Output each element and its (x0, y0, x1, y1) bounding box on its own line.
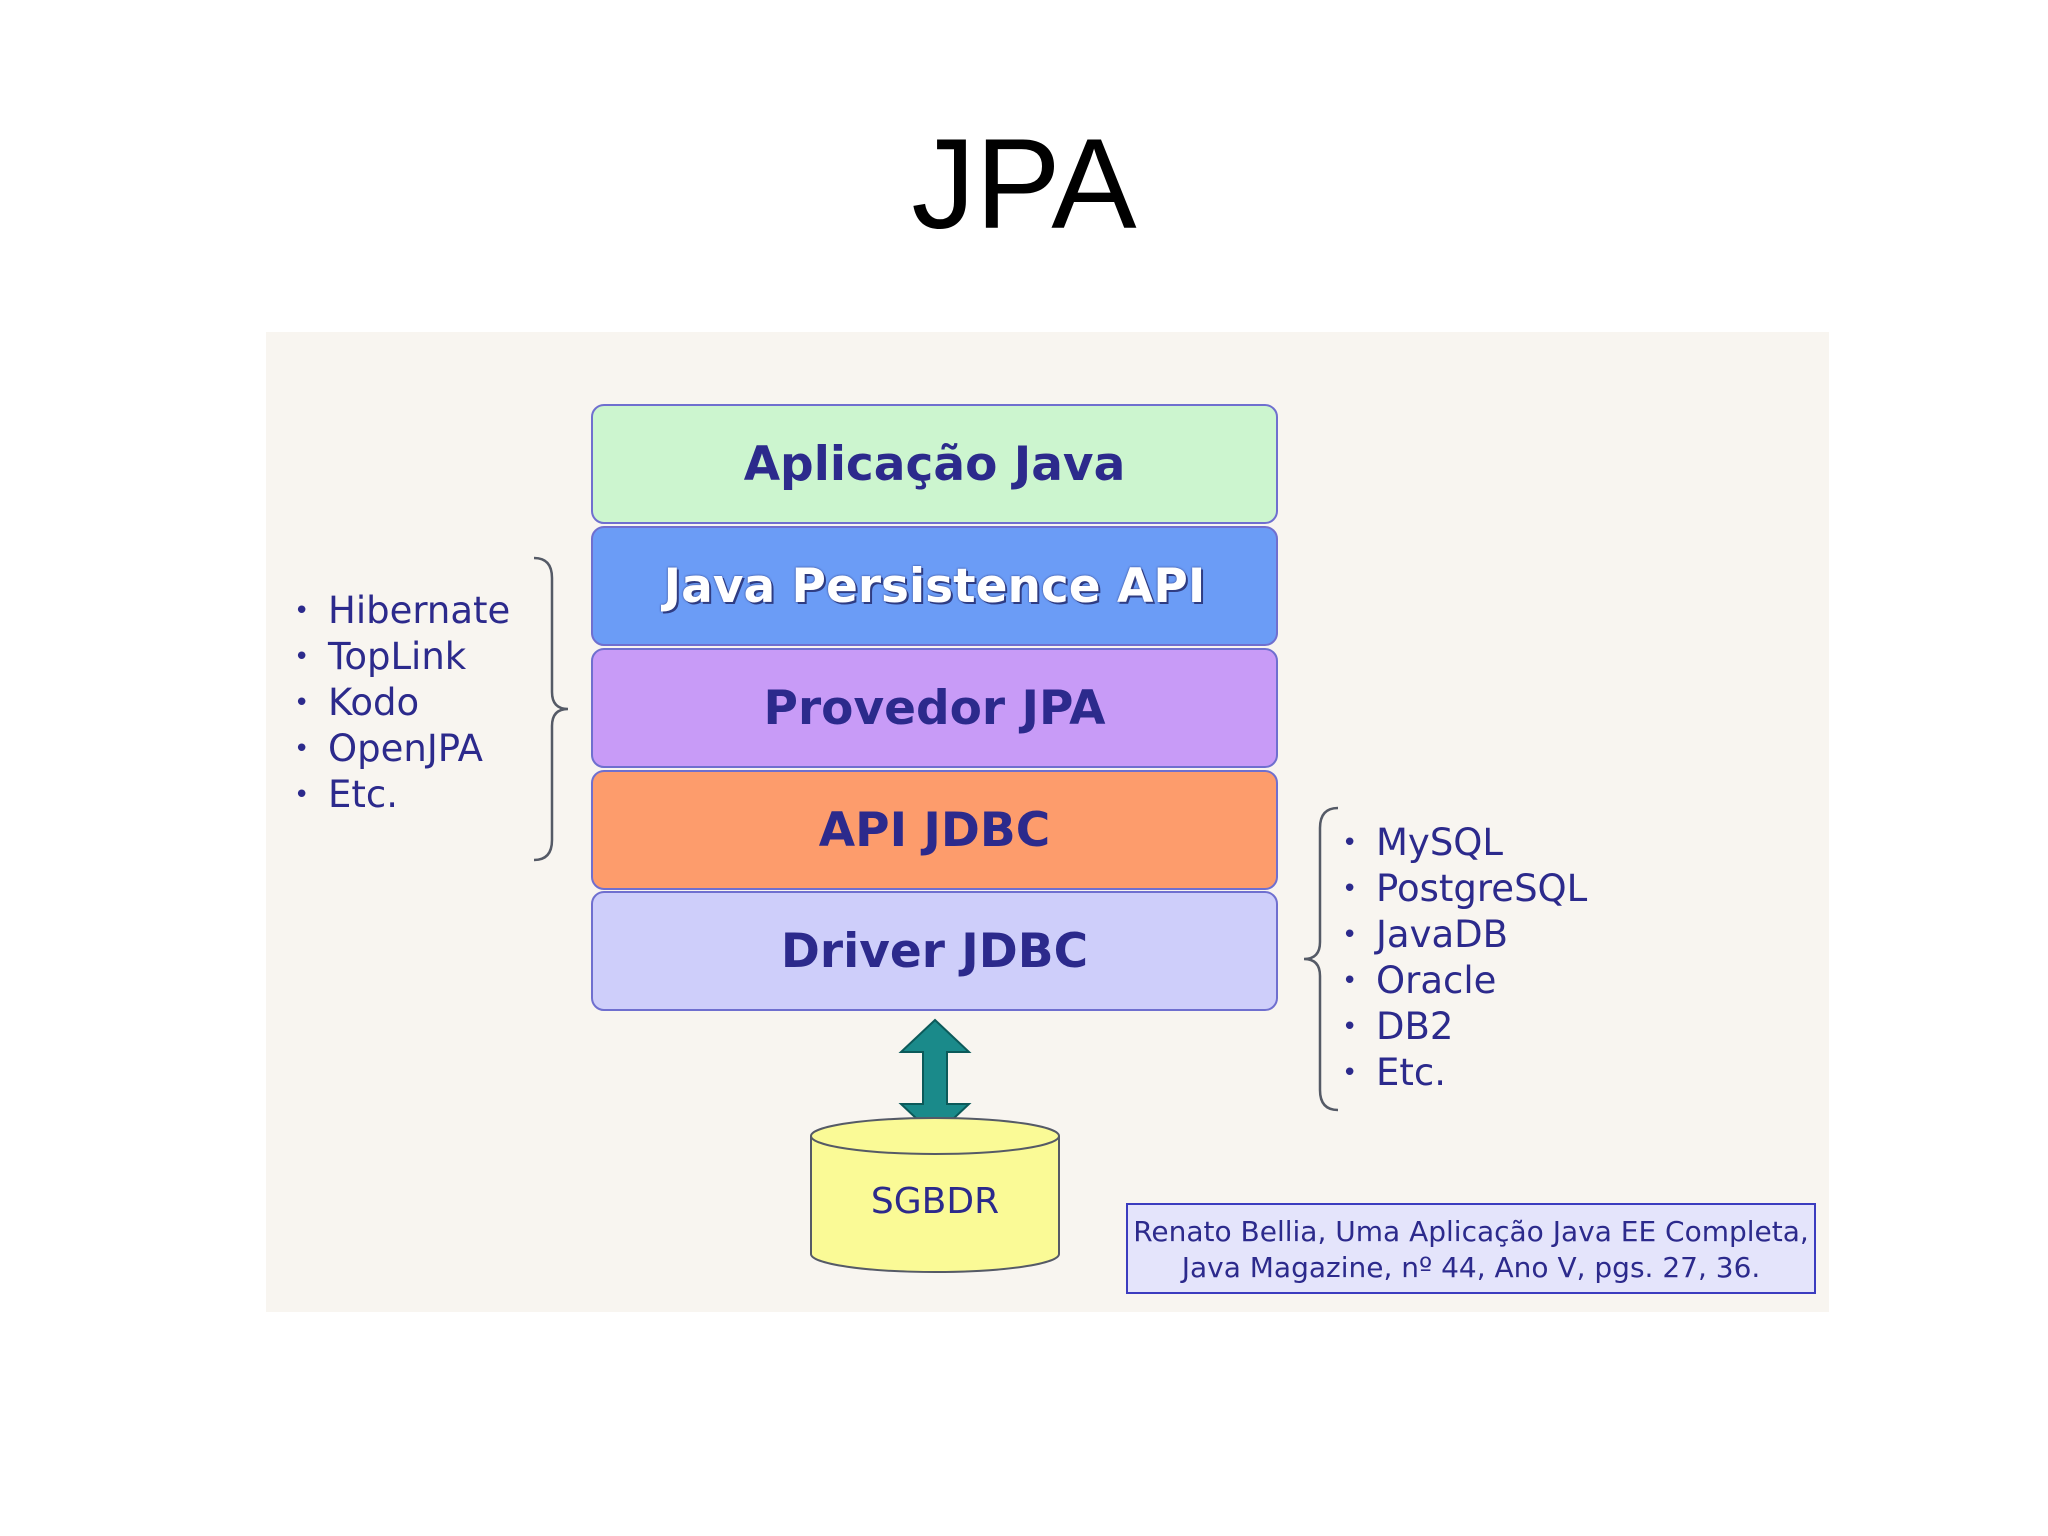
layer-provedor-jpa: Provedor JPA (591, 648, 1278, 768)
list-item: DB2 (1342, 1004, 1587, 1050)
list-item: Hibernate (294, 588, 510, 634)
list-item: OpenJPA (294, 726, 510, 772)
citation-line: Renato Bellia, Uma Aplicação Java EE Com… (1133, 1215, 1809, 1248)
layer-driver-jdbc: Driver JDBC (591, 891, 1278, 1011)
list-item: TopLink (294, 634, 510, 680)
layer-aplicacao-java: Aplicação Java (591, 404, 1278, 524)
layer-java-persistence-api: Java Persistence API (591, 526, 1278, 646)
providers-brace (533, 556, 569, 862)
list-item: MySQL (1342, 820, 1587, 866)
jpa-providers-list: Hibernate TopLink Kodo OpenJPA Etc. (294, 588, 510, 818)
database-cylinder-icon (810, 1117, 1060, 1273)
list-item: JavaDB (1342, 912, 1587, 958)
slide-title: JPA (911, 113, 1137, 256)
list-item: PostgreSQL (1342, 866, 1587, 912)
citation-box: Renato Bellia, Uma Aplicação Java EE Com… (1126, 1203, 1816, 1294)
database-label: SGBDR (870, 1181, 1000, 1222)
databases-brace (1303, 806, 1339, 1112)
citation-line: Java Magazine, nº 44, Ano V, pgs. 27, 36… (1181, 1251, 1761, 1284)
databases-list: MySQL PostgreSQL JavaDB Oracle DB2 Etc. (1342, 820, 1587, 1096)
list-item: Oracle (1342, 958, 1587, 1004)
diagram-panel: Aplicação Java Java Persistence API Prov… (266, 332, 1829, 1312)
layer-api-jdbc: API JDBC (591, 770, 1278, 890)
list-item: Etc. (1342, 1050, 1587, 1096)
list-item: Kodo (294, 680, 510, 726)
list-item: Etc. (294, 772, 510, 818)
